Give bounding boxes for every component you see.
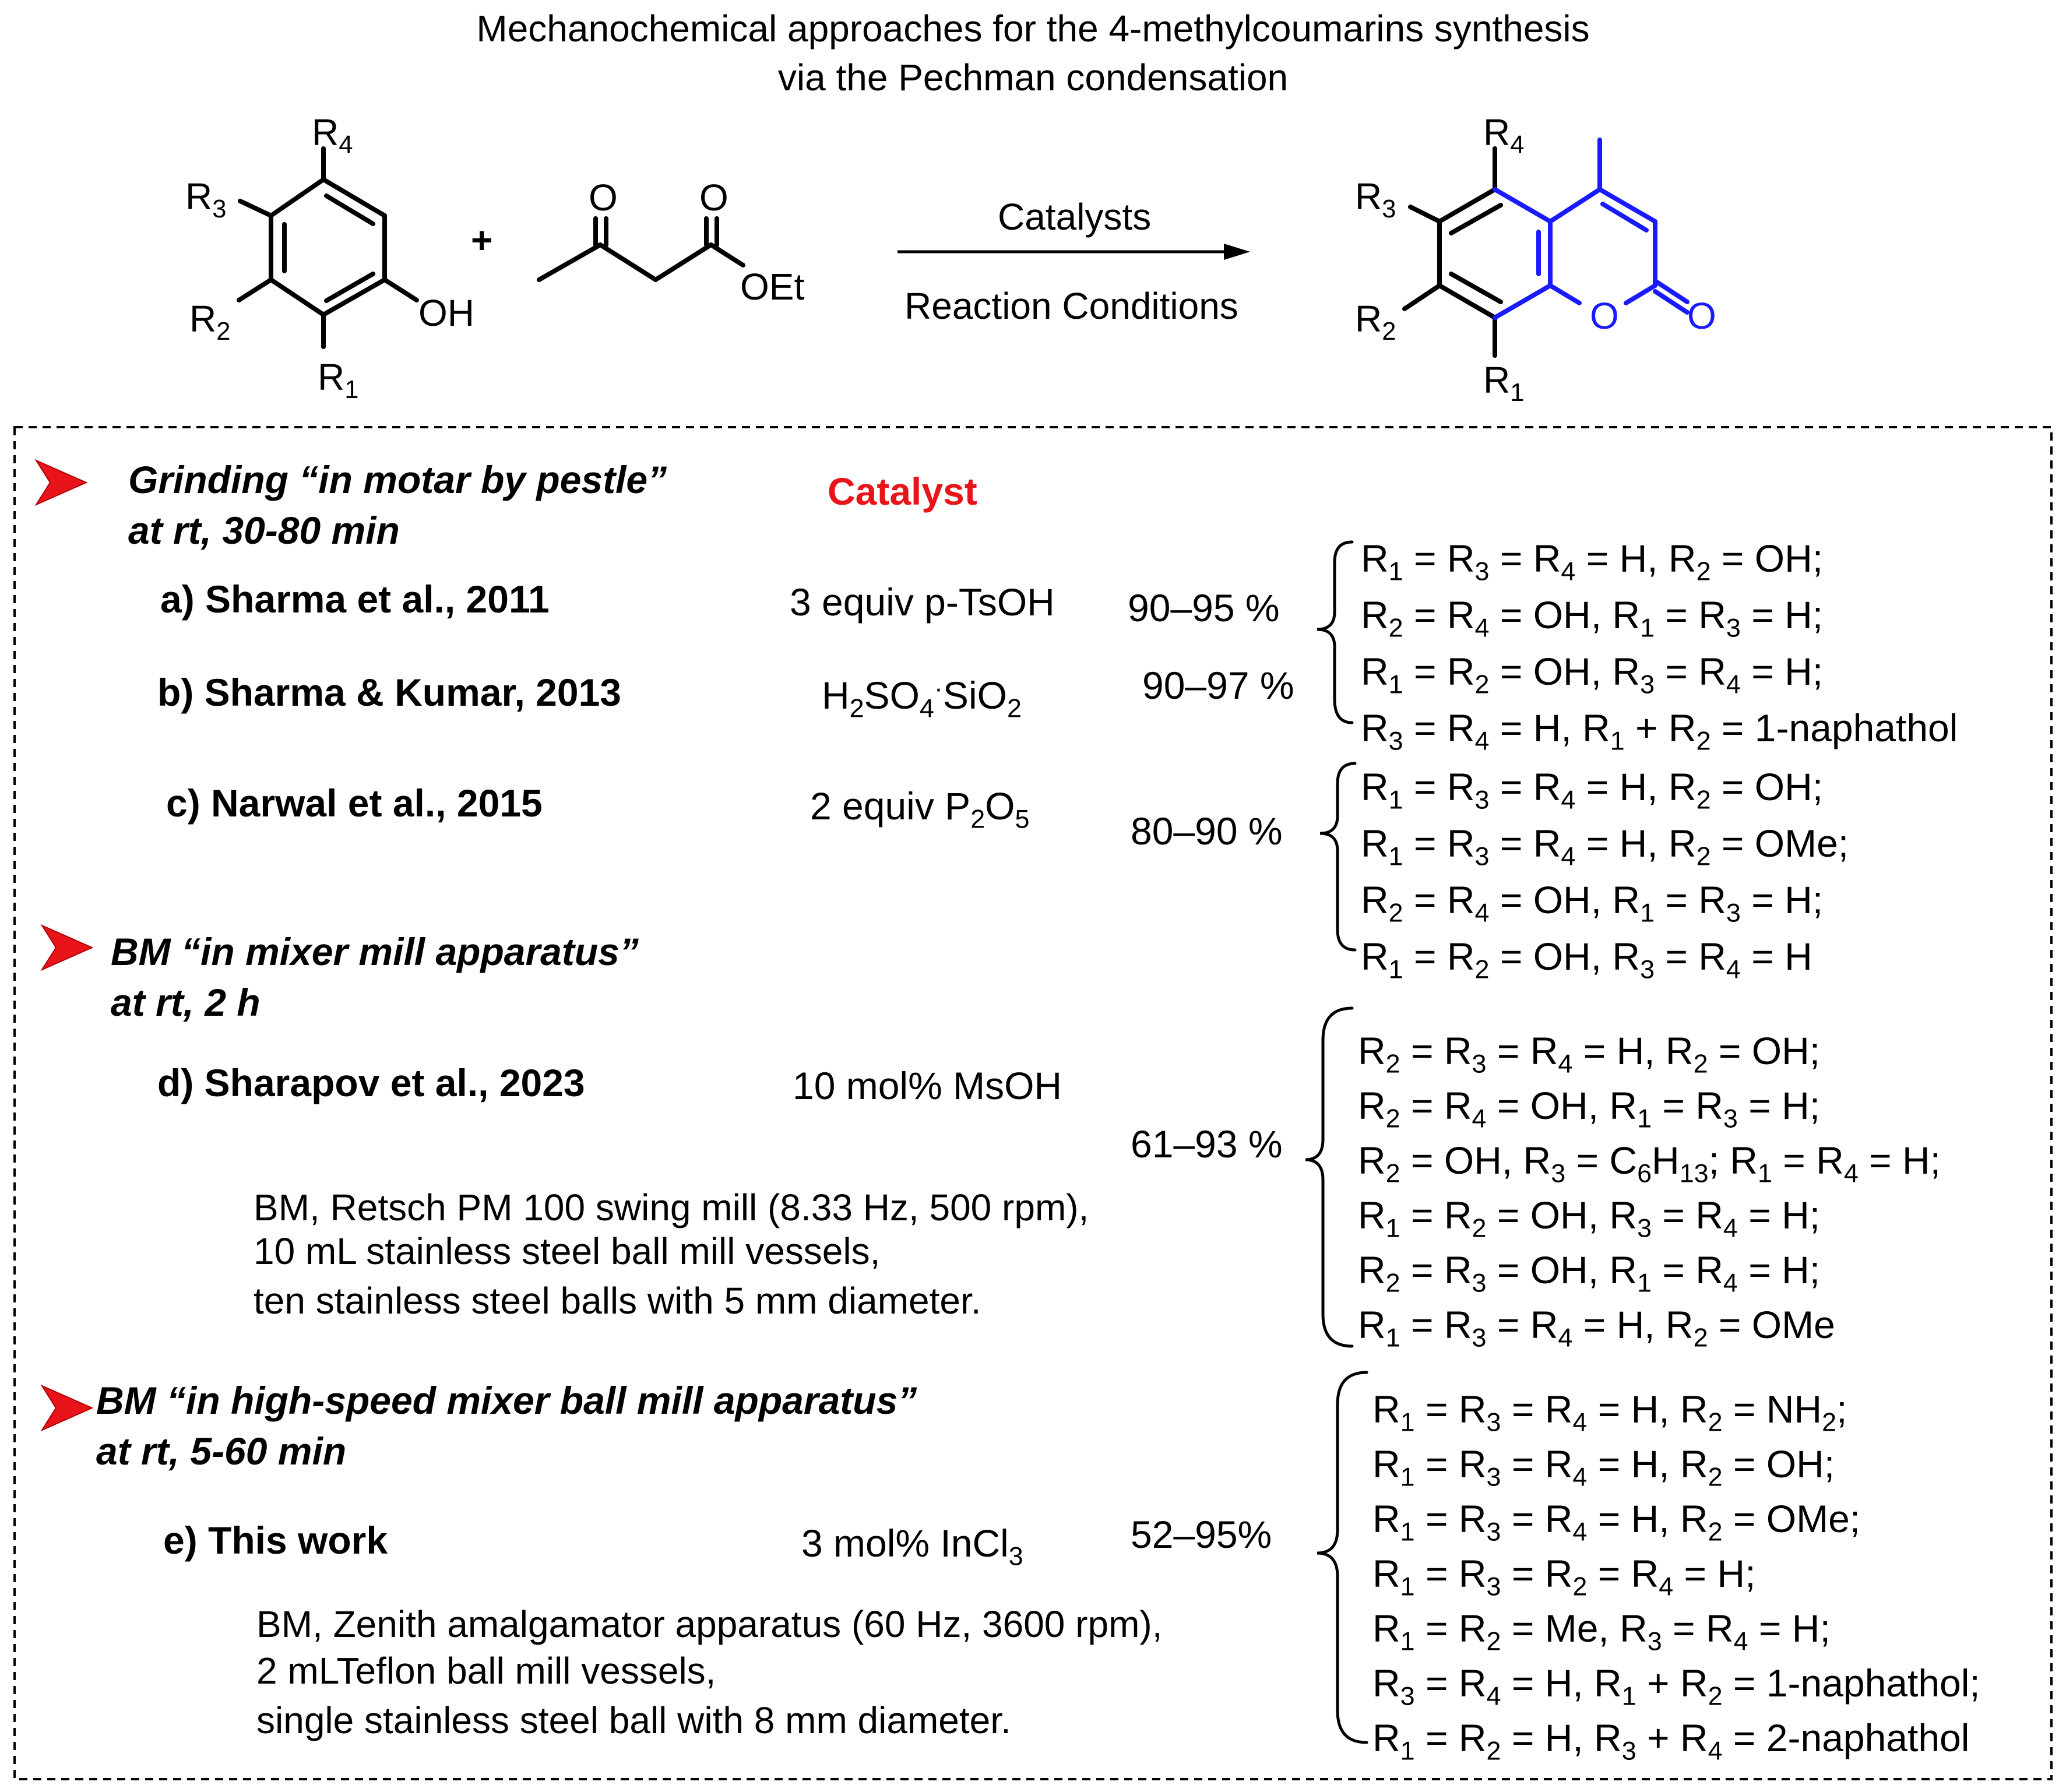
arrow-bullet-icon xyxy=(40,924,94,971)
yield-c: 80–90 % xyxy=(1131,809,1283,853)
phenol-oh-label: OH xyxy=(418,292,474,334)
catalyst-e: 3 mol% InCl3 xyxy=(801,1522,1023,1571)
substituent-line: R1 = R3 = R4 = H, R2 = OMe; xyxy=(1361,822,1849,871)
figure-title-line1: Mechanochemical approaches for the 4-met… xyxy=(476,8,1590,50)
arrow-label-conditions: Reaction Conditions xyxy=(904,285,1238,327)
product-r3-label: R3 xyxy=(1355,175,1396,223)
ref-e: e) This work xyxy=(163,1519,388,1562)
substituent-line: R1 = R3 = R2 = R4 = H; xyxy=(1372,1552,1756,1601)
substituent-line: R2 = R4 = OH, R1 = R3 = H; xyxy=(1361,593,1824,643)
conditions-e-line3: single stainless steel ball with 8 mm di… xyxy=(256,1699,1011,1741)
ethyl-acetoacetate-structure xyxy=(537,216,745,282)
carbonyl-oxygen-label: O xyxy=(1687,295,1716,337)
conditions-dashed-frame xyxy=(13,426,2053,1780)
substituent-line: R1 = R3 = R4 = H, R2 = OH; xyxy=(1372,1442,1835,1492)
yield-e: 52–95% xyxy=(1131,1513,1272,1556)
conditions-d-line1: BM, Retsch PM 100 swing mill (8.33 Hz, 5… xyxy=(254,1187,1089,1228)
figure-title-line2: via the Pechman condensation xyxy=(777,57,1289,98)
ref-b: b) Sharma & Kumar, 2013 xyxy=(157,671,621,714)
catalyst-a: 3 equiv p-TsOH xyxy=(790,580,1055,624)
ester-oxygen-label: O xyxy=(699,177,728,219)
catalyst-column-header: Catalyst xyxy=(828,470,977,513)
ref-c: c) Narwal et al., 2015 xyxy=(166,781,543,825)
substituent-line: R1 = R3 = R4 = H, R2 = OMe; xyxy=(1372,1497,1861,1547)
conditions-d-line3: ten stainless steel balls with 5 mm diam… xyxy=(254,1280,981,1322)
phenol-r1-label: R1 xyxy=(318,356,359,404)
section-mixer-mill-conditions: at rt, 2 h xyxy=(111,981,261,1024)
catalyst-d: 10 mol% MsOH xyxy=(793,1064,1062,1107)
phenol-r4-label: R4 xyxy=(312,111,353,159)
arrow-bullet-icon xyxy=(34,459,88,506)
substituent-line: R2 = R4 = OH, R1 = R3 = H; xyxy=(1361,878,1824,928)
coumarin-benzene-ring xyxy=(1402,146,1503,358)
phenol-structure xyxy=(237,146,419,349)
catalyst-c: 2 equiv P2O5 xyxy=(810,784,1030,834)
substituent-line: R1 = R3 = R4 = H, R2 = OH; xyxy=(1361,537,1824,586)
ring-oxygen-label: O xyxy=(1590,295,1619,337)
section-high-speed-heading: BM “in high-speed mixer ball mill appara… xyxy=(96,1379,917,1422)
oet-label: OEt xyxy=(740,266,805,308)
arrow-label-catalysts: Catalysts xyxy=(998,196,1152,238)
ketone-oxygen-label: O xyxy=(589,177,618,219)
yield-d: 61–93 % xyxy=(1131,1122,1283,1166)
product-r2-label: R2 xyxy=(1355,298,1396,346)
ref-d: d) Sharapov et al., 2023 xyxy=(157,1061,585,1104)
substituent-line: R1 = R2 = H, R3 + R4 = 2-naphathol xyxy=(1372,1716,1970,1766)
section-grinding-heading: Grinding “in motar by pestle” xyxy=(128,458,667,501)
section-grinding-conditions: at rt, 30-80 min xyxy=(128,509,400,552)
section-high-speed-conditions: at rt, 5-60 min xyxy=(96,1430,347,1473)
conditions-e-line1: BM, Zenith amalgamator apparatus (60 Hz,… xyxy=(256,1603,1163,1645)
substituent-line: R2 = R3 = R4 = H, R2 = OH; xyxy=(1358,1029,1821,1079)
substituent-line: R2 = OH, R3 = C6H13; R1 = R4 = H; xyxy=(1358,1139,1941,1188)
conditions-d-line2: 10 mL stainless steel ball mill vessels, xyxy=(254,1230,881,1272)
substituent-line: R2 = R3 = OH, R1 = R4 = H; xyxy=(1358,1248,1821,1298)
plus-sign: + xyxy=(471,219,493,261)
brace-c xyxy=(1319,762,1357,952)
substituent-line: R1 = R2 = OH, R3 = R4 = H xyxy=(1361,935,1812,984)
substituent-line: R1 = R2 = OH, R3 = R4 = H; xyxy=(1361,650,1824,699)
arrow-bullet-icon xyxy=(40,1384,94,1432)
coumarin-pyranone-ring xyxy=(1493,138,1690,320)
substituent-line: R1 = R3 = R4 = H, R2 = OH; xyxy=(1361,765,1824,815)
phenol-r2-label: R2 xyxy=(189,298,231,346)
catalyst-b: H2SO4·SiO2 xyxy=(822,673,1022,723)
phenol-r3-label: R3 xyxy=(185,175,227,223)
product-r4-label: R4 xyxy=(1483,111,1525,159)
substituent-line: R1 = R2 = Me, R3 = R4 = H; xyxy=(1372,1607,1831,1656)
product-r1-label: R1 xyxy=(1483,359,1525,407)
yield-a: 90–95 % xyxy=(1128,586,1280,629)
ref-a: a) Sharma et al., 2011 xyxy=(160,578,550,621)
section-markers xyxy=(34,459,94,1432)
section-mixer-mill-heading: BM “in mixer mill apparatus” xyxy=(111,930,639,973)
substituent-line: R3 = R4 = H, R1 + R2 = 1-naphathol xyxy=(1361,706,1958,756)
substituent-line: R3 = R4 = H, R1 + R2 = 1-naphathol; xyxy=(1372,1661,1980,1711)
substituent-line: R1 = R3 = R4 = H, R2 = NH2; xyxy=(1372,1388,1847,1437)
substituent-line: R1 = R3 = R4 = H, R2 = OMe xyxy=(1358,1303,1835,1353)
brace-d xyxy=(1305,1006,1354,1348)
substituent-line: R2 = R4 = OH, R1 = R3 = H; xyxy=(1358,1084,1821,1133)
brace-ab xyxy=(1317,540,1354,724)
substituent-braces xyxy=(1305,540,1368,1744)
reaction-arrow xyxy=(898,244,1250,260)
conditions-e-line2: 2 mLTeflon ball mill vessels, xyxy=(256,1650,716,1692)
yield-b: 90–97 % xyxy=(1142,664,1294,707)
brace-e xyxy=(1317,1371,1368,1744)
substituent-line: R1 = R2 = OH, R3 = R4 = H; xyxy=(1358,1194,1821,1243)
